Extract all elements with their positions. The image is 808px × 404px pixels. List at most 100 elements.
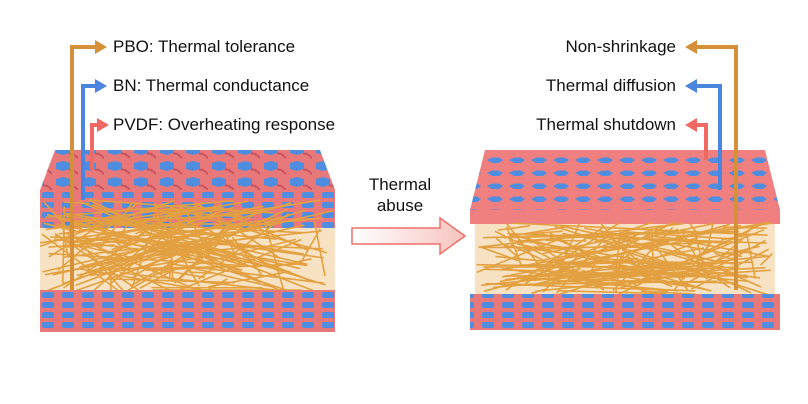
pbo-fiber <box>127 234 227 291</box>
pbo-fiber <box>83 215 122 248</box>
thermal-shutdown-arrowhead-icon <box>685 118 697 132</box>
left-bottom-layer <box>40 290 335 332</box>
pbo-fiber <box>552 223 581 287</box>
pbo-fiber <box>611 268 709 291</box>
pbo-fiber <box>88 199 289 296</box>
pbo-fiber <box>624 259 706 272</box>
pbo-fiber <box>208 270 291 288</box>
pbo-fiber <box>614 229 622 280</box>
left-top-layer-surface <box>40 150 335 190</box>
pbo-fiber <box>76 224 305 277</box>
pbo-fiber <box>67 244 115 248</box>
pbo-fiber <box>669 237 771 258</box>
right-bottom-layer <box>470 294 780 330</box>
pbo-fiber <box>90 255 210 277</box>
right-pbo-fibers <box>476 221 774 296</box>
label-pvdf: PVDF: Overheating response <box>113 115 336 134</box>
right-top-layer-edge <box>470 210 780 224</box>
right-top-layer-surface <box>470 150 780 210</box>
pbo-fiber <box>579 240 700 288</box>
label-bn: BN: Thermal conductance <box>113 76 310 95</box>
pbo-fiber <box>584 227 743 258</box>
pbo-arrow <box>70 45 95 290</box>
pvdf-arrow <box>90 123 97 170</box>
pbo-fiber <box>659 269 771 279</box>
pbo-fiber <box>508 238 512 243</box>
bn-arrow <box>81 84 95 200</box>
pbo-fiber <box>140 209 243 218</box>
pbo-fiber <box>45 199 234 219</box>
pbo-fiber <box>158 246 289 292</box>
pbo-fiber <box>618 281 647 292</box>
left-indicator-arrows <box>70 40 109 290</box>
pbo-fiber <box>556 262 718 283</box>
pbo-fiber <box>476 236 564 273</box>
pbo-fiber <box>107 278 235 284</box>
pbo-fiber <box>557 290 667 295</box>
pbo-fiber <box>45 205 222 231</box>
pbo-fiber <box>151 213 179 243</box>
pbo-fiber <box>535 277 652 293</box>
pbo-fiber <box>139 269 174 290</box>
bn-arrowhead-icon <box>95 79 107 93</box>
label-thermal-diffusion: Thermal diffusion <box>545 76 676 95</box>
pbo-fiber <box>507 230 740 239</box>
thermal-abuse-caption: Thermal abuse <box>352 174 448 216</box>
pbo-fiber <box>495 255 747 283</box>
pbo-fiber <box>131 248 177 279</box>
pbo-fiber <box>226 213 309 252</box>
pbo-fiber <box>542 238 613 255</box>
left-separator-block <box>39 150 335 332</box>
pbo-fiber <box>760 253 774 266</box>
pbo-fiber <box>663 238 708 272</box>
pbo-fiber <box>79 200 261 284</box>
pbo-fiber <box>705 223 714 253</box>
pbo-fiber <box>688 222 699 236</box>
thermal-abuse-line1: Thermal <box>368 175 432 194</box>
pbo-fiber <box>685 245 760 265</box>
thermal-diffusion-arrow <box>697 84 722 190</box>
pbo-fiber <box>514 234 712 292</box>
pbo-fiber <box>60 215 69 257</box>
pbo-fiber <box>152 238 297 276</box>
pbo-fiber <box>44 251 171 276</box>
label-pbo: PBO: Thermal tolerance <box>113 37 296 56</box>
thermal-abuse-line2: abuse <box>376 196 424 215</box>
pbo-fiber <box>485 268 714 278</box>
pbo-fiber <box>63 247 137 259</box>
pbo-fiber <box>131 223 156 288</box>
right-separator-block <box>470 150 780 330</box>
pbo-fiber <box>647 235 689 292</box>
pbo-fiber <box>313 221 326 277</box>
pbo-fiber <box>214 213 242 268</box>
pbo-fiber <box>78 200 248 232</box>
pbo-fiber <box>612 226 674 292</box>
pbo-fiber <box>650 227 655 275</box>
pbo-fiber <box>111 219 209 251</box>
pbo-fiber <box>186 265 273 288</box>
pbo-fiber <box>242 255 287 272</box>
thermal-shutdown-arrow <box>697 123 708 160</box>
pbo-fiber <box>545 239 587 242</box>
pbo-fiber <box>111 215 147 225</box>
non-shrinkage-arrowhead-icon <box>685 40 697 54</box>
pbo-fiber <box>52 210 333 276</box>
thermal-abuse-arrow <box>351 216 467 256</box>
pbo-fiber <box>141 266 205 279</box>
left-pbo-fibers <box>39 199 333 296</box>
pbo-fiber <box>641 290 696 296</box>
pvdf-arrowhead-icon <box>97 118 109 132</box>
right-indicator-arrows <box>685 40 738 290</box>
non-shrinkage-arrow <box>697 45 738 290</box>
pbo-fiber <box>525 222 621 284</box>
pbo-fiber <box>510 225 570 237</box>
pbo-fiber <box>618 221 675 251</box>
pbo-fiber <box>589 279 737 284</box>
pbo-fiber <box>515 241 714 252</box>
label-thermal-shutdown: Thermal shutdown <box>536 115 676 134</box>
pbo-fiber <box>43 201 128 296</box>
pbo-fiber <box>497 225 530 231</box>
pbo-fiber <box>238 227 276 234</box>
thermal-diffusion-arrowhead-icon <box>685 79 697 93</box>
